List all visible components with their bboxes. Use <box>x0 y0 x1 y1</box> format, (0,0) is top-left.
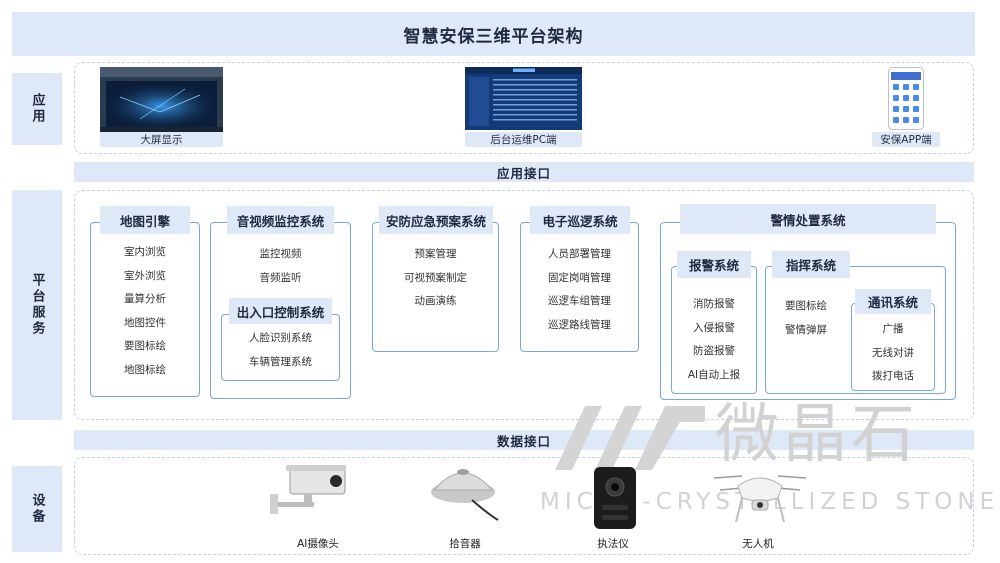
emergency-plan-item: 动画演练 <box>414 295 457 307</box>
page-title: 智慧安保三维平台架构 <box>12 12 975 56</box>
app-interface-band: 应用接口 <box>74 162 974 182</box>
security-camera-icon <box>268 462 348 517</box>
map-engine-item: 要图标绘 <box>124 340 166 352</box>
access-control-box: 人脸识别系统 车辆管理系统 <box>221 314 340 381</box>
app-caption-mobile: 安保APP端 <box>872 132 940 147</box>
data-interface-band: 数据接口 <box>74 430 974 450</box>
map-engine-item: 室内浏览 <box>124 246 166 258</box>
av-monitor-items: 监控视频 音频监听 <box>211 223 350 290</box>
pickup-microphone-icon <box>428 462 500 524</box>
access-control-item: 人脸识别系统 <box>249 332 312 344</box>
drone-icon <box>712 468 808 528</box>
map-engine-box: 室内浏览 室外浏览 量算分析 地图控件 要图标绘 地图标绘 <box>90 222 200 397</box>
device-label-drone: 无人机 <box>742 538 774 550</box>
comms-item: 广播 <box>882 323 904 335</box>
access-control-item: 车辆管理系统 <box>249 355 312 368</box>
app-caption-big-screen: 大屏显示 <box>100 132 223 147</box>
command-items: 要图标绘 警情弹屏 <box>766 267 846 342</box>
video-wall-screen-icon <box>100 67 223 132</box>
map-engine-item: 地图控件 <box>124 316 166 329</box>
alarm-item: 消防报警 <box>693 298 735 310</box>
device-label-microphone: 拾音器 <box>449 538 481 550</box>
layer-label-device: 设备 <box>12 466 62 552</box>
alarm-box: 消防报警 入侵报警 防盗报警 AI自动上报 <box>671 266 757 394</box>
device-layer-panel <box>74 457 974 555</box>
alarm-item: 入侵报警 <box>693 321 735 334</box>
map-engine-title: 地图引擎 <box>100 206 190 234</box>
emergency-plan-item: 可视预案制定 <box>404 271 467 284</box>
emergency-plan-items: 预案管理 可视预案制定 动画演练 <box>373 223 498 314</box>
map-engine-item: 量算分析 <box>124 293 166 305</box>
map-engine-item: 地图标绘 <box>124 363 166 376</box>
platform-layer-panel <box>74 190 974 420</box>
layer-label-platform: 平台服务 <box>12 190 62 420</box>
watermark-logo-icon <box>540 398 970 478</box>
patrol-box: 人员部署管理 固定岗哨管理 巡逻车组管理 巡逻路线管理 <box>520 222 639 352</box>
av-monitor-title: 音视频监控系统 <box>227 206 334 234</box>
app-layer-panel <box>74 62 974 154</box>
patrol-title: 电子巡逻系统 <box>530 206 630 234</box>
emergency-plan-item: 预案管理 <box>414 248 457 260</box>
patrol-item: 巡逻路线管理 <box>548 318 611 331</box>
comms-item: 无线对讲 <box>872 346 914 359</box>
body-camera-icon <box>592 465 638 531</box>
comms-title: 通讯系统 <box>855 289 931 314</box>
alert-handling-title: 警情处置系统 <box>680 204 936 234</box>
command-item: 要图标绘 <box>785 300 827 312</box>
pc-dashboard-screen-icon <box>465 67 582 130</box>
map-engine-item: 室外浏览 <box>124 269 166 282</box>
emergency-plan-box: 预案管理 可视预案制定 动画演练 <box>372 222 499 352</box>
map-engine-items: 室内浏览 室外浏览 量算分析 地图控件 要图标绘 地图标绘 <box>91 223 199 382</box>
alarm-title: 报警系统 <box>677 251 751 278</box>
patrol-items: 人员部署管理 固定岗哨管理 巡逻车组管理 巡逻路线管理 <box>521 223 638 337</box>
comms-item: 拨打电话 <box>872 370 914 382</box>
patrol-item: 巡逻车组管理 <box>548 295 611 307</box>
mobile-app-screen-icon <box>888 67 924 130</box>
av-monitor-item: 监控视频 <box>259 248 302 260</box>
comms-box: 广播 无线对讲 拨打电话 <box>851 303 935 391</box>
av-monitor-item: 音频监听 <box>259 271 302 284</box>
device-label-camera: AI摄像头 <box>297 538 339 550</box>
comms-items: 广播 无线对讲 拨打电话 <box>852 304 934 389</box>
alarm-item: AI自动上报 <box>687 368 741 381</box>
access-control-items: 人脸识别系统 车辆管理系统 <box>222 315 339 374</box>
patrol-item: 固定岗哨管理 <box>548 271 611 284</box>
alarm-items: 消防报警 入侵报警 防盗报警 AI自动上报 <box>672 267 756 387</box>
device-label-body-camera: 执法仪 <box>597 538 629 550</box>
layer-label-app: 应用 <box>12 73 62 145</box>
access-control-title: 出入口控制系统 <box>229 298 332 324</box>
command-title: 指挥系统 <box>772 251 850 278</box>
command-item: 警情弹屏 <box>785 323 827 336</box>
alarm-item: 防盗报警 <box>693 345 735 357</box>
app-caption-pc: 后台运维PC端 <box>465 132 582 147</box>
emergency-plan-title: 安防应急预案系统 <box>379 206 493 234</box>
watermark-cn-text: 微晶石 <box>715 398 919 472</box>
patrol-item: 人员部署管理 <box>548 248 611 260</box>
